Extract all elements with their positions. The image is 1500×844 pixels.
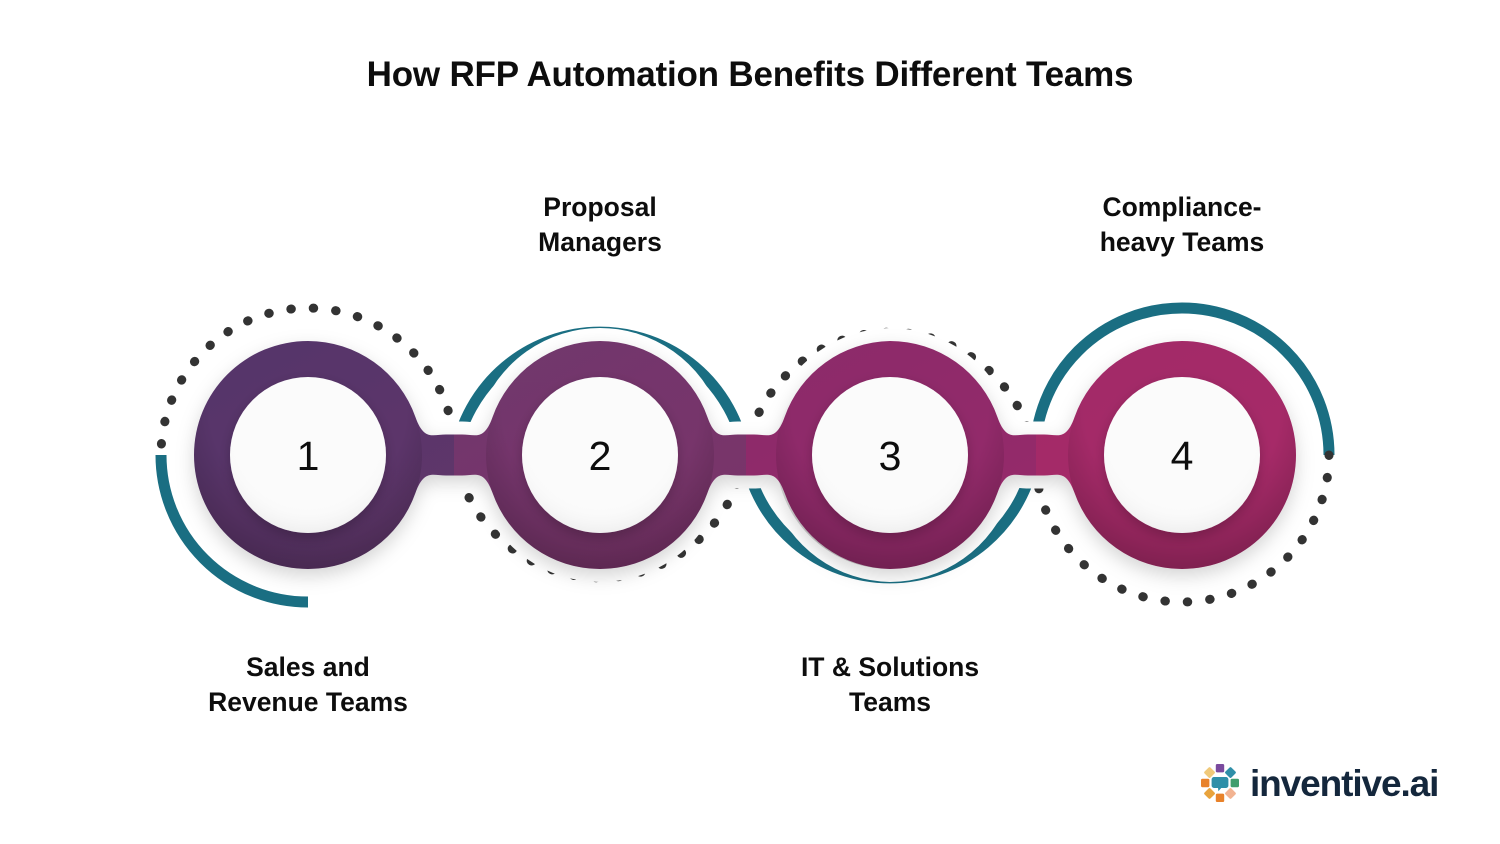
- step-disc-shade: [230, 377, 386, 533]
- step-node-3[interactable]: 3: [812, 377, 968, 533]
- step-label-3: IT & Solutions Teams: [800, 652, 980, 718]
- step-number: 2: [589, 433, 612, 479]
- page-title: How RFP Automation Benefits Different Te…: [366, 55, 1134, 94]
- brand-logo: inventive.ai: [1199, 762, 1439, 804]
- step-number: 4: [1171, 433, 1194, 479]
- step-disc-shade: [522, 377, 678, 533]
- step-number: 1: [297, 433, 320, 479]
- step-node-1[interactable]: 1: [230, 377, 386, 533]
- dotted-arc-step-4: [1030, 450, 1334, 607]
- step-disc-shade: [812, 377, 968, 533]
- step-node-4[interactable]: 4: [1104, 377, 1260, 533]
- step-number: 3: [879, 433, 902, 479]
- step-label-1: Sales and Revenue Teams: [208, 652, 408, 718]
- solid-teal-arc-step-1: [155, 454, 309, 608]
- dotted-arc-step-1: [156, 303, 460, 460]
- pinwheel-icon: [1201, 764, 1239, 802]
- step-node-2[interactable]: 2: [522, 377, 678, 533]
- step-disc-shade: [1104, 377, 1260, 533]
- step-label-4: Compliance- heavy Teams: [1099, 192, 1265, 258]
- solid-teal-arc-step-4: [1029, 302, 1335, 456]
- brand-name: inventive.ai: [1250, 762, 1439, 804]
- step-label-2: Proposal Managers: [538, 192, 662, 258]
